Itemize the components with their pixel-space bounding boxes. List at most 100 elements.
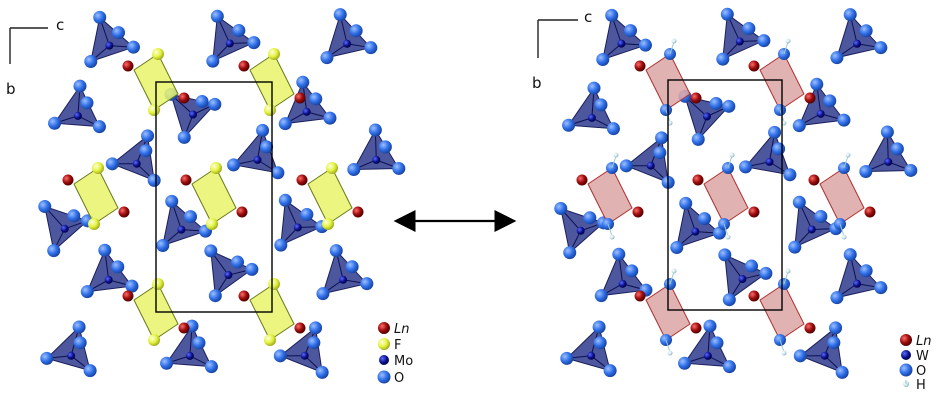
oxygen-atom bbox=[757, 34, 770, 47]
ln-atom bbox=[119, 207, 130, 218]
legend-ln-label-left: Ln bbox=[394, 322, 409, 337]
ln-atom bbox=[805, 323, 816, 334]
metal-atom bbox=[372, 156, 380, 164]
ln-atom bbox=[123, 291, 134, 302]
metal-atom bbox=[821, 352, 829, 360]
oxygen-atom bbox=[837, 114, 850, 127]
oxygen-atom bbox=[160, 357, 173, 370]
oxygen-atom bbox=[874, 41, 887, 54]
oxygen-atom bbox=[583, 211, 596, 224]
oxygen-atom bbox=[379, 140, 392, 153]
tetrahedron-face bbox=[567, 327, 610, 371]
oxygen-atom bbox=[93, 120, 106, 133]
metal-atom bbox=[738, 275, 746, 283]
oxygen-atom bbox=[723, 360, 736, 373]
oxygen-atom bbox=[47, 244, 60, 257]
metal-atom bbox=[808, 225, 816, 233]
hydrogen-atom bbox=[726, 235, 731, 240]
fluorine-atom bbox=[206, 218, 218, 230]
oxygen-atom bbox=[73, 320, 86, 333]
hydrogen-atom bbox=[786, 269, 791, 274]
ln-atom bbox=[295, 93, 306, 104]
oxygen-atom bbox=[604, 364, 617, 377]
tetrahedron-face bbox=[569, 88, 614, 129]
legend-f-swatch-left bbox=[378, 338, 390, 350]
tetrahedron-face bbox=[323, 251, 367, 294]
mo-o4-tetrahedron bbox=[620, 131, 675, 189]
oxygen-atom bbox=[829, 321, 842, 334]
mo-o4-tetrahedron bbox=[204, 244, 258, 302]
axis-b-label-right: b bbox=[532, 74, 542, 92]
oxygen-atom bbox=[814, 210, 827, 223]
legend-mo-swatch-left bbox=[379, 355, 389, 365]
oxygen-atom bbox=[98, 244, 111, 257]
mo-o4-tetrahedron bbox=[794, 321, 849, 379]
oxygen-atom bbox=[703, 320, 716, 333]
oxygen-atom bbox=[560, 352, 573, 365]
metal-atom bbox=[294, 223, 302, 231]
metal-atom bbox=[303, 108, 311, 116]
mo-o4-tetrahedron bbox=[678, 320, 736, 374]
mo-o4-tetrahedron bbox=[793, 78, 851, 132]
hydrogen-atom bbox=[672, 39, 677, 44]
hydrogen-atom bbox=[672, 269, 677, 274]
oxygen-atom bbox=[231, 256, 244, 269]
oxygen-atom bbox=[271, 166, 284, 179]
metal-atom bbox=[133, 160, 141, 168]
oxygen-atom bbox=[718, 248, 731, 261]
oxygen-atom bbox=[742, 22, 755, 35]
fluorine-atom bbox=[152, 48, 164, 60]
oxygen-atom bbox=[208, 98, 221, 111]
polyhedron-face bbox=[192, 168, 236, 224]
tetrahedron-face bbox=[55, 86, 100, 127]
oxygen-atom bbox=[772, 142, 785, 155]
fluorine-atom bbox=[268, 278, 280, 290]
ln-atom bbox=[691, 93, 702, 104]
oxygen-atom bbox=[620, 159, 633, 172]
oxygen-atom bbox=[139, 144, 152, 157]
tetrahedron-face bbox=[746, 132, 790, 174]
metal-atom bbox=[588, 114, 596, 122]
oxygen-atom bbox=[595, 289, 608, 302]
ln-atom bbox=[635, 291, 646, 302]
oxygen-atom bbox=[245, 263, 258, 276]
mo-o4-tetrahedron bbox=[48, 80, 106, 134]
ln-atom bbox=[239, 61, 250, 72]
tetrahedron-face bbox=[163, 201, 206, 245]
mo-o4-tetrahedron bbox=[562, 82, 620, 136]
oxygen-atom bbox=[768, 126, 781, 139]
fluorine-atom bbox=[152, 278, 164, 290]
polyhedron-face bbox=[74, 168, 118, 224]
ln-atom bbox=[749, 61, 760, 72]
mo-o4-tetrahedron bbox=[81, 244, 139, 298]
tetrahedron-face bbox=[87, 250, 132, 291]
fluorine-atom bbox=[264, 104, 276, 116]
oxygen-atom bbox=[260, 140, 273, 153]
oxygen-atom bbox=[206, 55, 219, 68]
ln-atom bbox=[181, 175, 192, 186]
oxygen-atom bbox=[844, 248, 857, 261]
tetrahedron-face bbox=[837, 255, 881, 298]
oxygen-atom bbox=[874, 281, 887, 294]
oxygen-atom bbox=[274, 239, 287, 252]
metal-atom bbox=[67, 352, 75, 360]
right-structure-panel: c b Ln W O H bbox=[532, 8, 931, 393]
ln-atom bbox=[123, 61, 134, 72]
oxygen-atom bbox=[204, 244, 217, 257]
mo-o4-tetrahedron bbox=[38, 200, 94, 257]
oxygen-atom bbox=[891, 142, 904, 155]
oxygen-atom bbox=[794, 349, 807, 362]
oxygen-atom bbox=[612, 248, 625, 261]
fluorine-atom bbox=[322, 218, 334, 230]
hydrogen-atom bbox=[610, 235, 615, 240]
hydrogen-atom bbox=[842, 235, 847, 240]
metal-atom bbox=[619, 280, 627, 288]
metal-atom bbox=[704, 352, 712, 360]
fluorine-atom bbox=[210, 162, 222, 174]
oxygen-atom bbox=[40, 352, 53, 365]
ln-atom bbox=[577, 175, 588, 186]
axis-c-label-left: c bbox=[56, 16, 64, 34]
axis-indicator-right: c b bbox=[532, 8, 592, 92]
oxygen-atom bbox=[678, 357, 691, 370]
mo-o4-tetrahedron bbox=[596, 9, 652, 66]
